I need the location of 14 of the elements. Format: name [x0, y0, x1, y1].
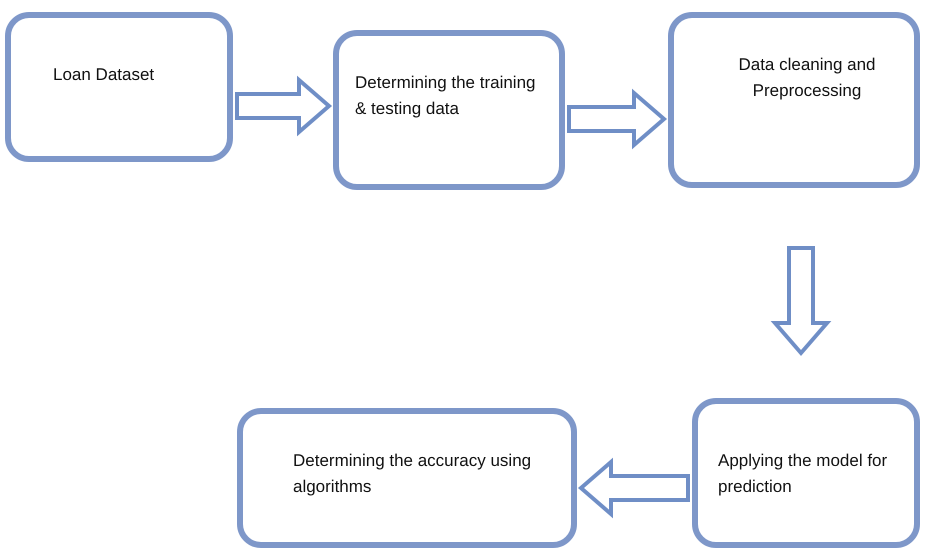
process-box — [5, 12, 233, 162]
block-arrow — [235, 76, 332, 136]
process-box — [333, 30, 565, 190]
process-box — [237, 408, 577, 548]
box-label: Determining the training & testing data — [355, 72, 536, 120]
process-box — [692, 398, 920, 548]
block-arrow — [770, 246, 832, 356]
block-arrow — [567, 88, 668, 150]
box-label: Applying the model for prediction — [718, 450, 888, 498]
box-label: Loan Dataset — [53, 64, 156, 86]
process-box — [668, 12, 920, 188]
block-arrow — [578, 458, 690, 518]
box-label: Data cleaning and Preprocessing — [737, 54, 877, 102]
box-label: Determining the accuracy using algorithms — [293, 450, 532, 498]
